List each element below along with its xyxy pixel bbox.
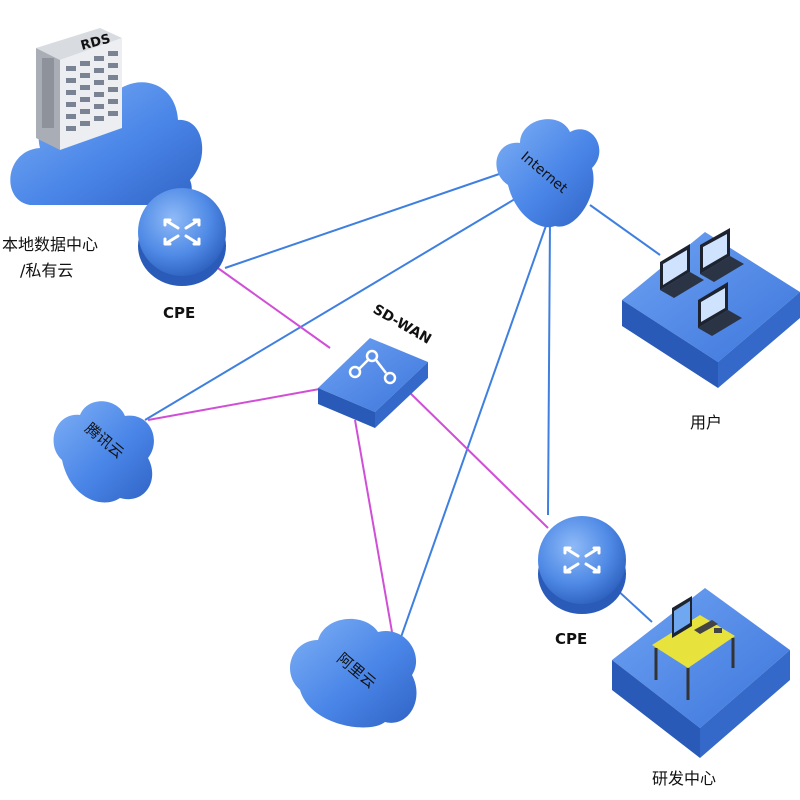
router-arrows-icon [163,218,201,246]
internet-link-tencent-internet [144,189,531,421]
internet-cloud [496,119,600,228]
sdwan-link-cpe_top-sdwan [214,265,331,349]
internet-link-internet-aliyun [399,219,549,641]
sdwan-link-sdwan-cpe_bottom [404,387,549,529]
desk-workstation-icon [652,596,735,700]
rnd-label: 研发中心 [652,769,716,788]
internet-link-cpe_top-internet [224,171,506,269]
datacenter-node: RDS 本地数据中心 /私有云 [2,28,203,280]
sdwan-link-sdwan-aliyun [354,419,393,633]
cpe-bottom-label: CPE [555,630,587,648]
aliyun-node: 阿里云 [289,618,417,728]
sdwan-label: SD-WAN [370,302,434,348]
internet-node: Internet [496,119,600,228]
tencent-cloud [53,401,154,503]
sdwan-node: SD-WAN [318,302,434,428]
laptop-icon [700,228,744,282]
cpe-top-label: CPE [163,304,195,322]
laptop-icon [698,282,742,336]
tencent-node: 腾讯云 [53,401,154,503]
aliyun-cloud [289,618,417,728]
internet-link-internet-users [589,204,661,256]
sdwan-link-sdwan-tencent [147,387,326,421]
cpe-top-router: CPE [138,188,226,322]
router-arrows-icon [563,546,601,574]
internet-link-cpe_bottom-rnd [614,587,653,623]
rnd-node: 研发中心 [612,588,790,788]
users-node: 用户 [622,228,800,432]
users-label: 用户 [690,413,722,432]
laptop-icon [660,244,704,298]
links-layer [109,167,661,641]
share-nodes-icon [348,349,397,385]
datacenter-label-line1: 本地数据中心 [2,235,98,254]
rds-server-icon [36,28,122,150]
datacenter-label-line2: /私有云 [20,261,73,280]
internet-link-internet-cpe_bottom [547,219,551,516]
cpe-bottom-router: CPE [538,516,626,648]
